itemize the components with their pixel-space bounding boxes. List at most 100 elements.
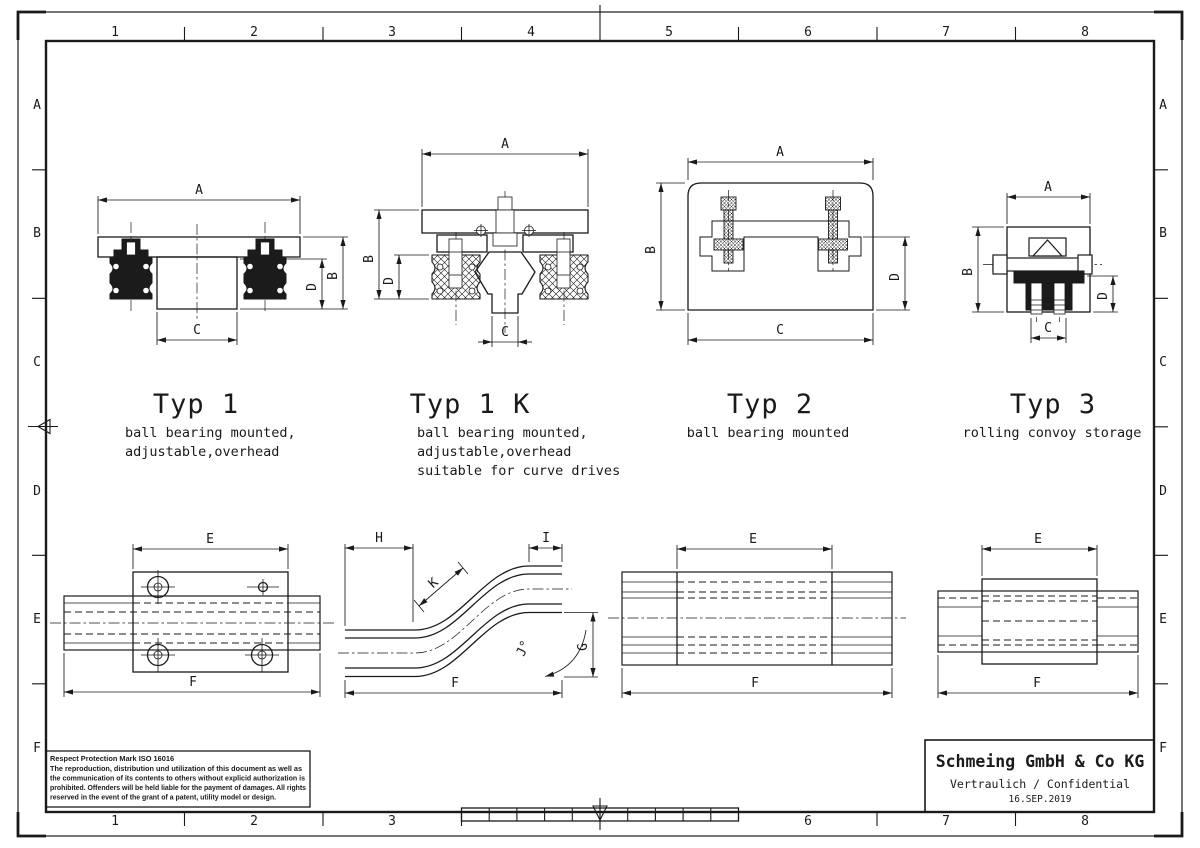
legal-line: reserved in the event of the grant of a …: [50, 793, 276, 802]
dim-label: E: [1034, 532, 1042, 547]
dim-label: B: [326, 272, 341, 280]
dim-label: K: [426, 575, 442, 592]
dim-label: D: [382, 277, 397, 285]
typ2-plan-rail: [621, 571, 893, 666]
dim-label: F: [189, 675, 197, 690]
dim-label: J°: [514, 638, 534, 659]
dim-label: D: [888, 273, 903, 281]
typ3-plan-carriage: [981, 578, 1098, 665]
typ1k-desc: suitable for curve drives: [417, 463, 620, 479]
grid-row-label: A: [1159, 98, 1167, 113]
grid-row-label: D: [33, 484, 41, 499]
grid-row-label: E: [33, 612, 41, 627]
grid-col-label: 4: [527, 25, 535, 40]
typ3-desc: rolling convoy storage: [963, 425, 1142, 441]
corner-trim-mark: [16, 10, 46, 40]
typ1k-desc: ball bearing mounted,: [417, 425, 588, 441]
typ3-wedge: [1031, 239, 1064, 257]
typ1k-center-bolt: [497, 196, 513, 211]
grid-col-label: 6: [804, 814, 812, 829]
corner-trim-mark: [1154, 10, 1184, 40]
dim-label: A: [195, 183, 203, 198]
company-name: Schmeing GmbH & Co KG: [936, 752, 1145, 771]
legal-line: prohibited. Offenders will be held liabl…: [50, 783, 306, 792]
dim-label: B: [362, 255, 377, 263]
grid-col-label: 6: [804, 25, 812, 40]
typ1-plan-rollers: [141, 570, 279, 672]
dim-label: G: [576, 643, 591, 651]
typ1k-plan-view: H I K J° G F: [338, 531, 598, 698]
sheet-frame: 1 2 3 4 5 6 7 8 1 2 3 6 7 8 A B C D E F …: [16, 5, 1184, 838]
dim-label: A: [776, 145, 784, 160]
outer-border: [17, 11, 1183, 837]
grid-col-label: 7: [942, 814, 950, 829]
type-labels: Typ 1 ball bearing mounted, adjustable,o…: [125, 389, 1141, 479]
typ1-desc: adjustable,overhead: [125, 444, 279, 460]
typ2-channel: [699, 220, 862, 272]
confidential-label: Vertraulich / Confidential: [950, 777, 1130, 791]
grid-row-label: E: [1159, 612, 1167, 627]
typ3-bolt: [1030, 282, 1043, 315]
dim-label: D: [305, 283, 320, 291]
typ3-section-view: A B D C: [961, 180, 1118, 343]
typ2-block: [687, 182, 874, 311]
dim-label: C: [193, 323, 201, 338]
dim-label: A: [501, 137, 509, 152]
typ1-desc: ball bearing mounted,: [125, 425, 296, 441]
grid-row-label: D: [1159, 484, 1167, 499]
dim-label: F: [451, 676, 459, 691]
typ1k-bracket: [522, 234, 574, 253]
typ1-plan-plate: [132, 571, 289, 673]
legal-notice-box: Respect Protection Mark ISO 16016 The re…: [45, 750, 311, 808]
dim-label: E: [749, 532, 757, 547]
typ1k-title: Typ 1 K: [410, 389, 531, 420]
grid-row-label: B: [1159, 226, 1167, 241]
typ1k-section-view: A B D C: [362, 137, 589, 347]
typ3-shaft: [992, 257, 1093, 272]
grid-col-label: 8: [1081, 814, 1089, 829]
dim-label: C: [776, 323, 784, 338]
grid-col-label: 2: [250, 814, 258, 829]
dim-label: F: [1033, 676, 1041, 691]
grid-row-label: C: [33, 355, 41, 370]
dim-label: B: [961, 268, 976, 276]
grid-row-label: A: [33, 98, 41, 113]
typ1k-desc: adjustable,overhead: [417, 444, 571, 460]
legal-line: The reproduction, distribution und utili…: [50, 764, 302, 773]
grid-row-label: B: [33, 226, 41, 241]
legal-line: the communication of its contents to oth…: [50, 774, 305, 783]
dim-label: H: [375, 531, 383, 546]
scale-bar: [460, 807, 740, 822]
dim-label: B: [644, 246, 659, 254]
grid-col-label: 7: [942, 25, 950, 40]
dim-label: D: [1096, 292, 1111, 300]
typ2-section-view: A B D C: [644, 145, 910, 345]
legal-title: Respect Protection Mark ISO 16016: [50, 754, 174, 763]
typ3-bolt: [1053, 282, 1066, 315]
grid-row-label: F: [33, 741, 41, 756]
corner-trim-mark: [1154, 812, 1184, 838]
typ3-plan-rail: [937, 590, 1139, 653]
typ1-rail: [156, 256, 238, 310]
title-block: Schmeing GmbH & Co KG Vertraulich / Conf…: [924, 739, 1155, 813]
typ2-desc: ball bearing mounted: [687, 425, 850, 441]
grid-col-label: 2: [250, 25, 258, 40]
typ1-section-view: A B D C: [97, 183, 348, 345]
typ2-title: Typ 2: [727, 389, 813, 420]
typ1-plan-view: E F: [50, 532, 334, 697]
typ2-plan-carriage: [676, 572, 833, 665]
grid-col-label: 3: [388, 25, 396, 40]
dim-label: F: [751, 676, 759, 691]
dim-label: C: [1044, 321, 1052, 336]
typ3-plan-view: E F: [937, 532, 1139, 698]
grid-row-label: C: [1159, 355, 1167, 370]
corner-trim-mark: [16, 812, 46, 838]
typ2-plan-view: E F: [608, 532, 906, 698]
typ3-lower-body: [1013, 270, 1085, 311]
dim-label: E: [206, 532, 214, 547]
grid-col-label: 8: [1081, 25, 1089, 40]
grid-col-label: 5: [665, 25, 673, 40]
typ1k-rail: [474, 251, 536, 314]
